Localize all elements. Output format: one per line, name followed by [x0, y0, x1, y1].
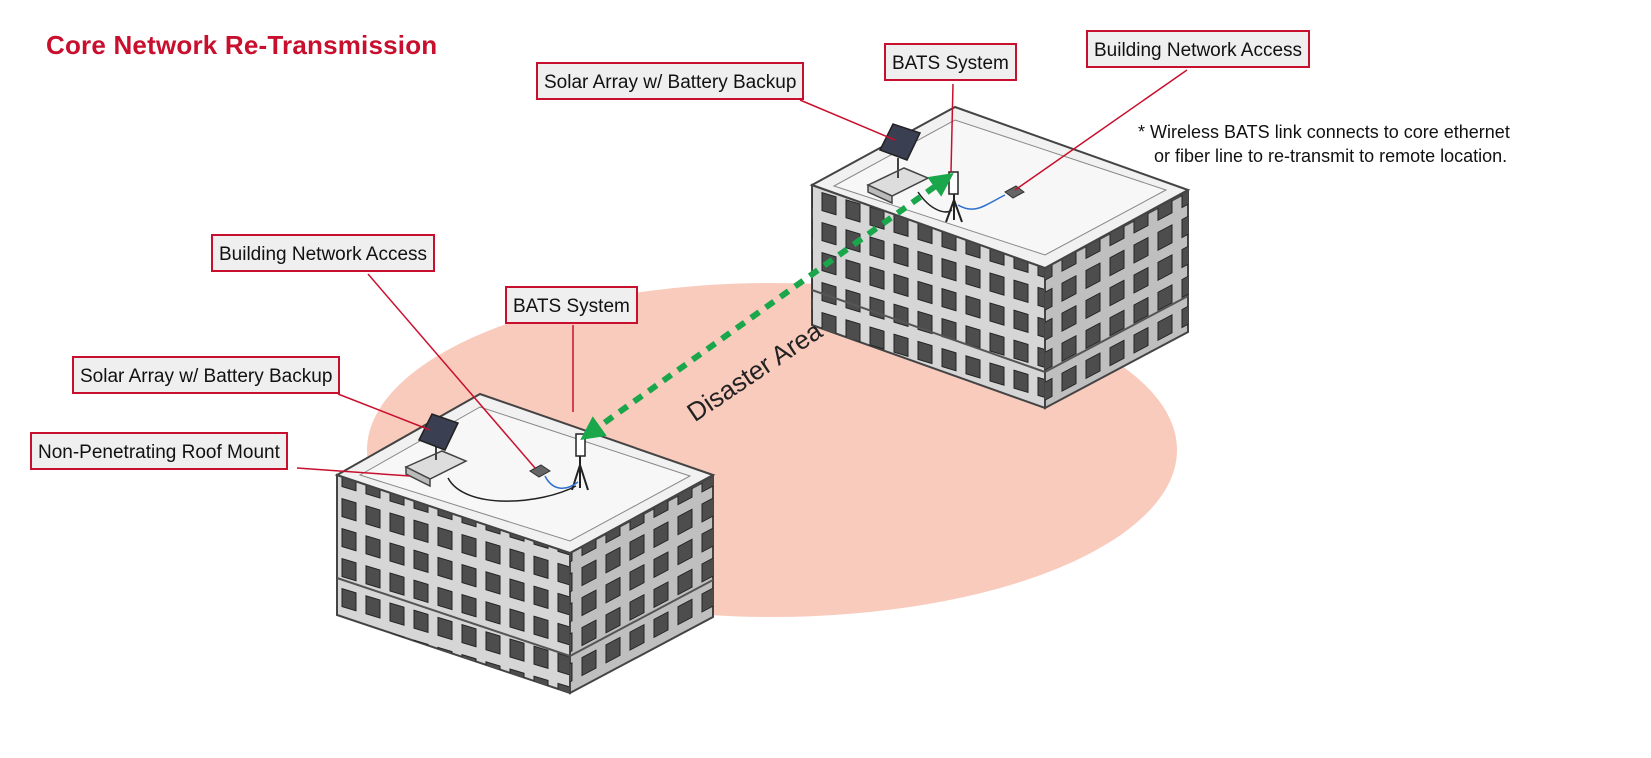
callout-left-roof-mount: Non-Penetrating Roof Mount — [30, 432, 288, 470]
footnote-line-2: or fiber line to re-transmit to remote l… — [1154, 146, 1508, 166]
callout-right-building-network-access: Building Network Access — [1086, 30, 1311, 68]
wireless-link-arrow — [580, 173, 954, 440]
callout-left-solar-array: Solar Array w/ Battery Backup — [72, 356, 341, 394]
footnote-line-1: * Wireless BATS link connects to core et… — [1138, 122, 1510, 142]
callout-left-building-network-access: Building Network Access — [211, 234, 436, 272]
right-network-box-icon — [1004, 185, 1025, 199]
footnote: * Wireless BATS link connects to core et… — [1138, 120, 1510, 168]
left-network-box-icon — [529, 464, 551, 478]
page-title: Core Network Re-Transmission — [46, 30, 438, 60]
callout-right-solar-array: Solar Array w/ Battery Backup — [536, 62, 805, 100]
leader-lines — [296, 69, 1188, 477]
left-solar-array-icon — [404, 413, 468, 488]
callout-right-bats-system: BATS System — [884, 43, 1017, 81]
callout-left-bats-system: BATS System — [505, 286, 638, 324]
